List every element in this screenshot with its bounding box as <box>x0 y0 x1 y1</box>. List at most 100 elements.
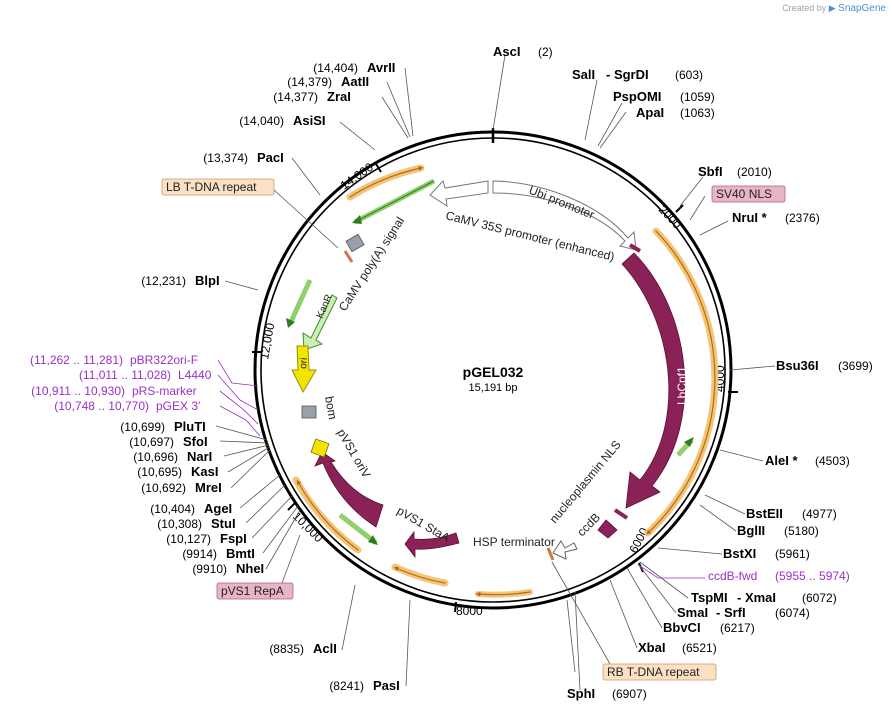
svg-text:AvrII: AvrII <box>367 60 395 75</box>
lbcpf1-region-arc <box>646 230 716 535</box>
orange-feature-arcs <box>292 164 719 598</box>
svg-text:PluTI: PluTI <box>174 419 206 434</box>
site-asisi: (14,040)AsiSI <box>239 113 325 128</box>
site-nari: (10,696)NarI <box>133 449 212 464</box>
site-leader-lines-left <box>215 67 414 687</box>
svg-text:(6072): (6072) <box>802 591 837 605</box>
site-bmti: (9914)BmtI <box>182 546 255 561</box>
site-labels-left: (8241)PasI (8835) AclI (9910) NheI (9914)B… <box>120 60 399 693</box>
svg-text:(2010): (2010) <box>737 165 772 179</box>
primer-ccdb-fwd: ccdB-fwd(5955 .. 5974) <box>708 569 850 583</box>
svg-text:NruI *: NruI * <box>732 210 768 225</box>
site-zrai: (14,377) ZraI <box>273 89 351 104</box>
svg-text:L4440: L4440 <box>178 368 212 382</box>
hsp-terminator-arrow <box>552 540 578 560</box>
hsp-terminator-label: HSP terminator <box>473 535 555 549</box>
site-pspomi: PspOMI(1059) <box>613 89 715 104</box>
svg-text:Bsu36I: Bsu36I <box>776 358 819 373</box>
site-bsteii: BstEII(4977) <box>746 506 837 521</box>
svg-text:(4503): (4503) <box>815 454 850 468</box>
site-pasi: (8241)PasI <box>329 678 399 693</box>
svg-text:(10,404): (10,404) <box>150 502 195 516</box>
primer-l4440: (11,011 .. 11,028) L4440 <box>79 368 212 382</box>
kanr-arrow <box>302 294 338 351</box>
site-mrei: (10,692)MreI <box>141 480 221 495</box>
svg-text:(14,404): (14,404) <box>313 61 358 75</box>
svg-text:pGEX 3': pGEX 3' <box>156 399 200 413</box>
svg-text:(8835): (8835) <box>269 642 304 656</box>
bom-label: bom <box>322 395 340 420</box>
svg-text:(10,308): (10,308) <box>157 517 202 531</box>
svg-text:pBR322ori-F: pBR322ori-F <box>130 353 198 367</box>
svg-text:SbfI: SbfI <box>698 164 723 179</box>
promoter-arrows <box>429 180 637 560</box>
lower-region-arc-bg <box>391 563 449 587</box>
svg-text:(2376): (2376) <box>785 211 820 225</box>
svg-text:(5961): (5961) <box>775 547 810 561</box>
site-aatii: (14,379) AatII <box>287 74 369 89</box>
lb-region-arc <box>349 166 424 198</box>
site-apai: ApaI(1063) <box>636 105 715 120</box>
svg-text:SalI: SalI <box>572 67 595 82</box>
credit-prefix: Created by <box>782 3 827 13</box>
site-bsu36i: Bsu36I(3699) <box>776 358 873 373</box>
site-blpi: (12,231)BlpI <box>141 273 219 288</box>
svg-text:ZraI: ZraI <box>327 89 351 104</box>
svg-text:AclI: AclI <box>313 641 337 656</box>
svg-text:(12,231): (12,231) <box>141 274 186 288</box>
tick-10000 <box>287 502 296 511</box>
green-arc-lower <box>338 513 378 545</box>
svg-text:PspOMI: PspOMI <box>613 89 661 104</box>
primer-pbr322ori-f: (11,262 .. 11,281)pBR322ori-F <box>30 353 198 367</box>
plasmid-size: 15,191 bp <box>469 382 518 394</box>
ubi-promoter-label: Ubi promoter <box>527 183 597 222</box>
svg-text:AgeI: AgeI <box>204 501 232 516</box>
ori-arrow <box>291 345 317 394</box>
svg-text:BstXI: BstXI <box>723 546 756 561</box>
svg-text:BglII: BglII <box>737 523 765 538</box>
svg-text:AleI *: AleI * <box>765 453 798 468</box>
lower-region-arc <box>393 566 446 584</box>
site-bbvci: BbvCI(6217) <box>663 620 755 635</box>
site-smai: SmaI- SrfI(6074) <box>677 605 810 620</box>
site-labels-right: AscI(2) SalI- SgrDI(603) PspOMI(1059) Ap… <box>493 44 873 701</box>
svg-text:(10,696): (10,696) <box>133 450 178 464</box>
svg-text:(6907): (6907) <box>612 687 647 701</box>
rb-tdna-leader <box>551 561 611 665</box>
svg-text:(14,377): (14,377) <box>273 90 318 104</box>
svg-text:(11,011 .. 11,028): (11,011 .. 11,028) <box>79 368 171 382</box>
tick-8000 <box>454 601 457 613</box>
pvs1-repa-leader <box>281 534 301 584</box>
ccdb-cds <box>597 519 618 539</box>
svg-text:(10,695): (10,695) <box>137 465 182 479</box>
svg-text:BstEII: BstEII <box>746 506 783 521</box>
svg-text:- XmaI: - XmaI <box>737 590 776 605</box>
svg-text:(5180): (5180) <box>784 524 819 538</box>
tick-2000 <box>675 204 684 213</box>
svg-text:(10,911 .. 10,930): (10,911 .. 10,930) <box>31 384 125 398</box>
pvs1-oriv-box <box>310 438 330 458</box>
svg-text:(6521): (6521) <box>682 641 717 655</box>
svg-text:(14,379): (14,379) <box>287 75 332 89</box>
svg-text:- SgrDI: - SgrDI <box>606 67 649 82</box>
site-agei: (10,404) AgeI <box>150 501 232 516</box>
svg-text:(10,699): (10,699) <box>120 420 165 434</box>
svg-text:(14,040): (14,040) <box>239 114 284 128</box>
lbcpf1-cds <box>621 252 686 509</box>
site-xbai: XbaI(6521) <box>638 640 717 655</box>
svg-text:AatII: AatII <box>341 74 369 89</box>
rb-tdna-mark <box>546 547 555 561</box>
site-sfoi: (10,697)SfoI <box>129 434 207 449</box>
svg-text:(2): (2) <box>538 45 553 59</box>
svg-text:(10,127): (10,127) <box>166 532 211 546</box>
svg-text:(10,692): (10,692) <box>141 481 186 495</box>
pvs1-oriv-cds <box>314 451 384 528</box>
green-feature-arcs <box>286 178 694 545</box>
svg-text:PacI: PacI <box>257 150 284 165</box>
site-sbfi: SbfI (2010) <box>698 164 772 179</box>
svg-text:(9910): (9910) <box>192 562 227 576</box>
svg-text:(9914): (9914) <box>182 547 217 561</box>
tick-label-12000: 12,000 <box>257 322 277 361</box>
svg-text:NheI: NheI <box>236 561 264 576</box>
